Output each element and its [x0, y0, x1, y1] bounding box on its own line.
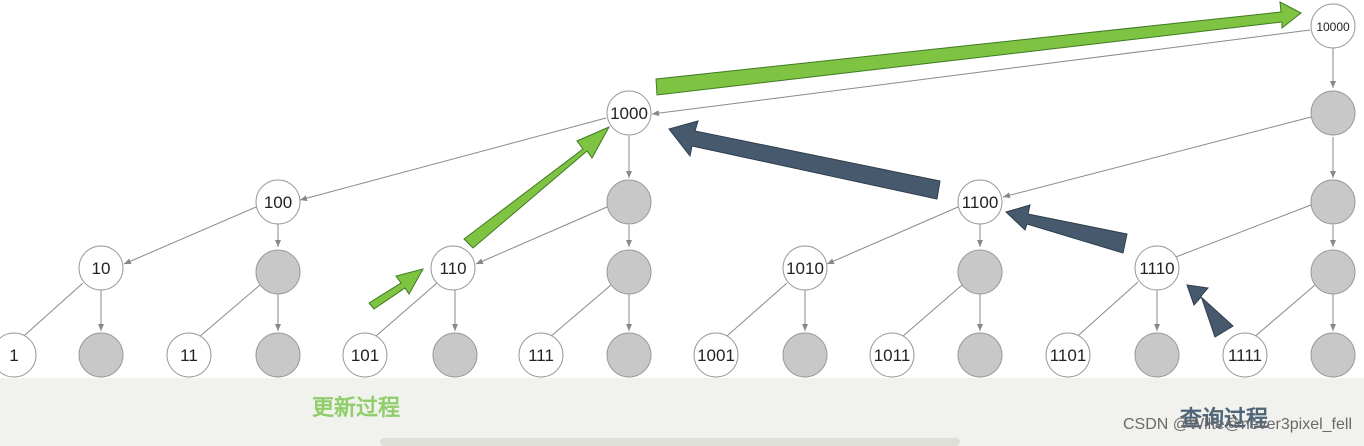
empty-node — [1310, 332, 1356, 378]
empty-node — [1310, 179, 1356, 225]
node-1001 — [693, 332, 739, 378]
edge — [542, 284, 612, 344]
node-10 — [78, 245, 124, 291]
query-arrow — [1186, 284, 1234, 338]
edge — [123, 206, 257, 265]
edge — [718, 282, 788, 344]
node-label: 1110 — [1139, 259, 1174, 278]
node-labels: 1 10 11 100 101 110 111 1000 1001 1010 1… — [9, 20, 1350, 365]
node-label: 11 — [180, 346, 198, 365]
edge — [826, 206, 959, 265]
empty-node — [432, 332, 478, 378]
edge — [15, 282, 84, 344]
node-label: 1111 — [1228, 346, 1262, 365]
edge — [299, 117, 607, 202]
node-111 — [518, 332, 564, 378]
empty-nodes — [78, 90, 1356, 378]
edge — [191, 284, 261, 344]
empty-node — [606, 332, 652, 378]
node-110 — [430, 245, 476, 291]
node-1100 — [957, 179, 1003, 225]
empty-node — [1310, 90, 1356, 136]
blurred-text-line — [380, 438, 960, 446]
node-label: 10 — [92, 259, 111, 278]
node-1101 — [1045, 332, 1091, 378]
empty-node — [957, 249, 1003, 295]
node-1000 — [606, 90, 652, 136]
node-label: 1011 — [874, 346, 911, 365]
node-label: 111 — [528, 346, 554, 365]
empty-node — [1310, 249, 1356, 295]
node-11 — [166, 332, 212, 378]
edge — [1154, 204, 1312, 266]
update-arrows — [368, 1, 1302, 310]
node-label: 1101 — [1050, 346, 1087, 365]
node-label: 10000 — [1316, 20, 1350, 34]
edge — [651, 29, 1311, 117]
query-arrows — [668, 120, 1234, 338]
node-label: 101 — [351, 346, 379, 365]
labeled-nodes — [0, 3, 1356, 378]
empty-node — [782, 332, 828, 378]
node-10000 — [1310, 3, 1356, 49]
node-1110 — [1134, 245, 1180, 291]
update-caption: 更新过程 — [312, 395, 401, 421]
node-1010 — [782, 245, 828, 291]
tree-edges — [15, 29, 1336, 346]
empty-node — [255, 249, 301, 295]
query-caption: 查询过程 — [1180, 406, 1269, 432]
node-label: 110 — [439, 259, 466, 278]
node-label: 1000 — [610, 104, 648, 123]
query-arrow — [668, 120, 941, 200]
empty-node — [1134, 332, 1180, 378]
edge — [894, 284, 963, 344]
node-100 — [255, 179, 301, 225]
node-101 — [342, 332, 388, 378]
node-label: 1001 — [697, 346, 735, 365]
node-1111 — [1222, 332, 1268, 378]
node-label: 1010 — [786, 259, 824, 278]
edge — [1244, 284, 1316, 346]
empty-node — [255, 332, 301, 378]
empty-node — [606, 249, 652, 295]
update-arrow — [368, 268, 425, 310]
update-arrow — [655, 1, 1302, 96]
query-arrow — [1005, 204, 1128, 254]
edge — [475, 206, 608, 265]
update-arrow — [463, 125, 611, 249]
caption-band — [0, 378, 1364, 446]
edge — [367, 282, 438, 344]
node-label: 1 — [9, 346, 18, 365]
empty-node — [957, 332, 1003, 378]
empty-node — [606, 179, 652, 225]
node-1011 — [869, 332, 915, 378]
edge — [1002, 116, 1312, 199]
watermark: CSDN @Wllte@never3pixel_fell — [1123, 416, 1352, 433]
node-1 — [0, 332, 37, 378]
edge — [1070, 281, 1139, 343]
node-label: 1100 — [962, 193, 999, 212]
node-label: 100 — [264, 193, 292, 212]
empty-node — [78, 332, 124, 378]
